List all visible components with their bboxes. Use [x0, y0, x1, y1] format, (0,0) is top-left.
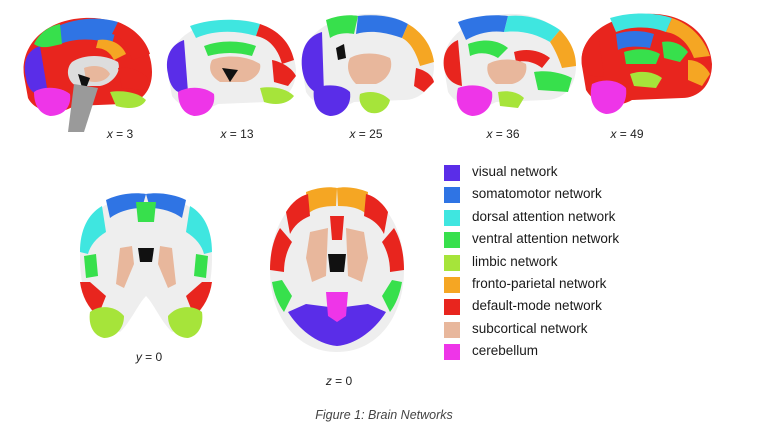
legend-label: limbic network [472, 253, 558, 269]
slice-axis-label: x [486, 127, 493, 141]
legend-color-swatch [444, 299, 460, 316]
sagittal-slice-x25-image [301, 13, 434, 116]
slice-axis-label: z [325, 374, 332, 388]
legend-label: default-mode network [472, 298, 602, 314]
legend-label: dorsal attention network [472, 208, 616, 224]
legend-label: subcortical network [472, 320, 588, 336]
slice-value-label: 3 [126, 127, 134, 141]
slice-value-label: 25 [369, 127, 383, 141]
axial-slice-z0-image [270, 187, 404, 352]
figure-caption: Figure 1: Brain Networks [315, 408, 453, 422]
legend-label: ventral attention network [472, 231, 620, 247]
legend-color-swatch [444, 344, 460, 361]
legend-color-swatch [444, 187, 460, 204]
slice-axis-label: x [349, 127, 356, 141]
legend-color-swatch [444, 321, 460, 338]
slice-value-label: 36 [506, 127, 520, 141]
legend-color-swatch [444, 232, 460, 249]
coronal-slice-y0-image [80, 193, 212, 338]
slice-value-label: 49 [630, 127, 644, 141]
legend-color-swatch [444, 165, 460, 181]
sagittal-slice-x36-image [443, 13, 576, 116]
sagittal-slice-x13-image [166, 19, 296, 116]
slice-value-label: 0 [155, 350, 163, 364]
slice-value-label: 13 [240, 127, 254, 141]
legend-label: somatomotor network [472, 186, 602, 202]
legend-color-swatch [444, 209, 460, 226]
legend-label: fronto-parietal network [472, 275, 607, 291]
sagittal-slice-x3-image [23, 17, 152, 132]
legend-label: cerebellum [472, 343, 539, 359]
slice-axis-label: y [135, 350, 142, 364]
legend-label: visual network [472, 164, 558, 179]
slice-value-label: 0 [345, 374, 353, 388]
slice-axis-label: x [610, 127, 617, 141]
legend-color-swatch [444, 276, 460, 293]
sagittal-slice-x49-image [581, 13, 712, 114]
slice-axis-label: x [220, 127, 227, 141]
slice-axis-label: x [106, 127, 113, 141]
legend-color-swatch [444, 254, 460, 271]
